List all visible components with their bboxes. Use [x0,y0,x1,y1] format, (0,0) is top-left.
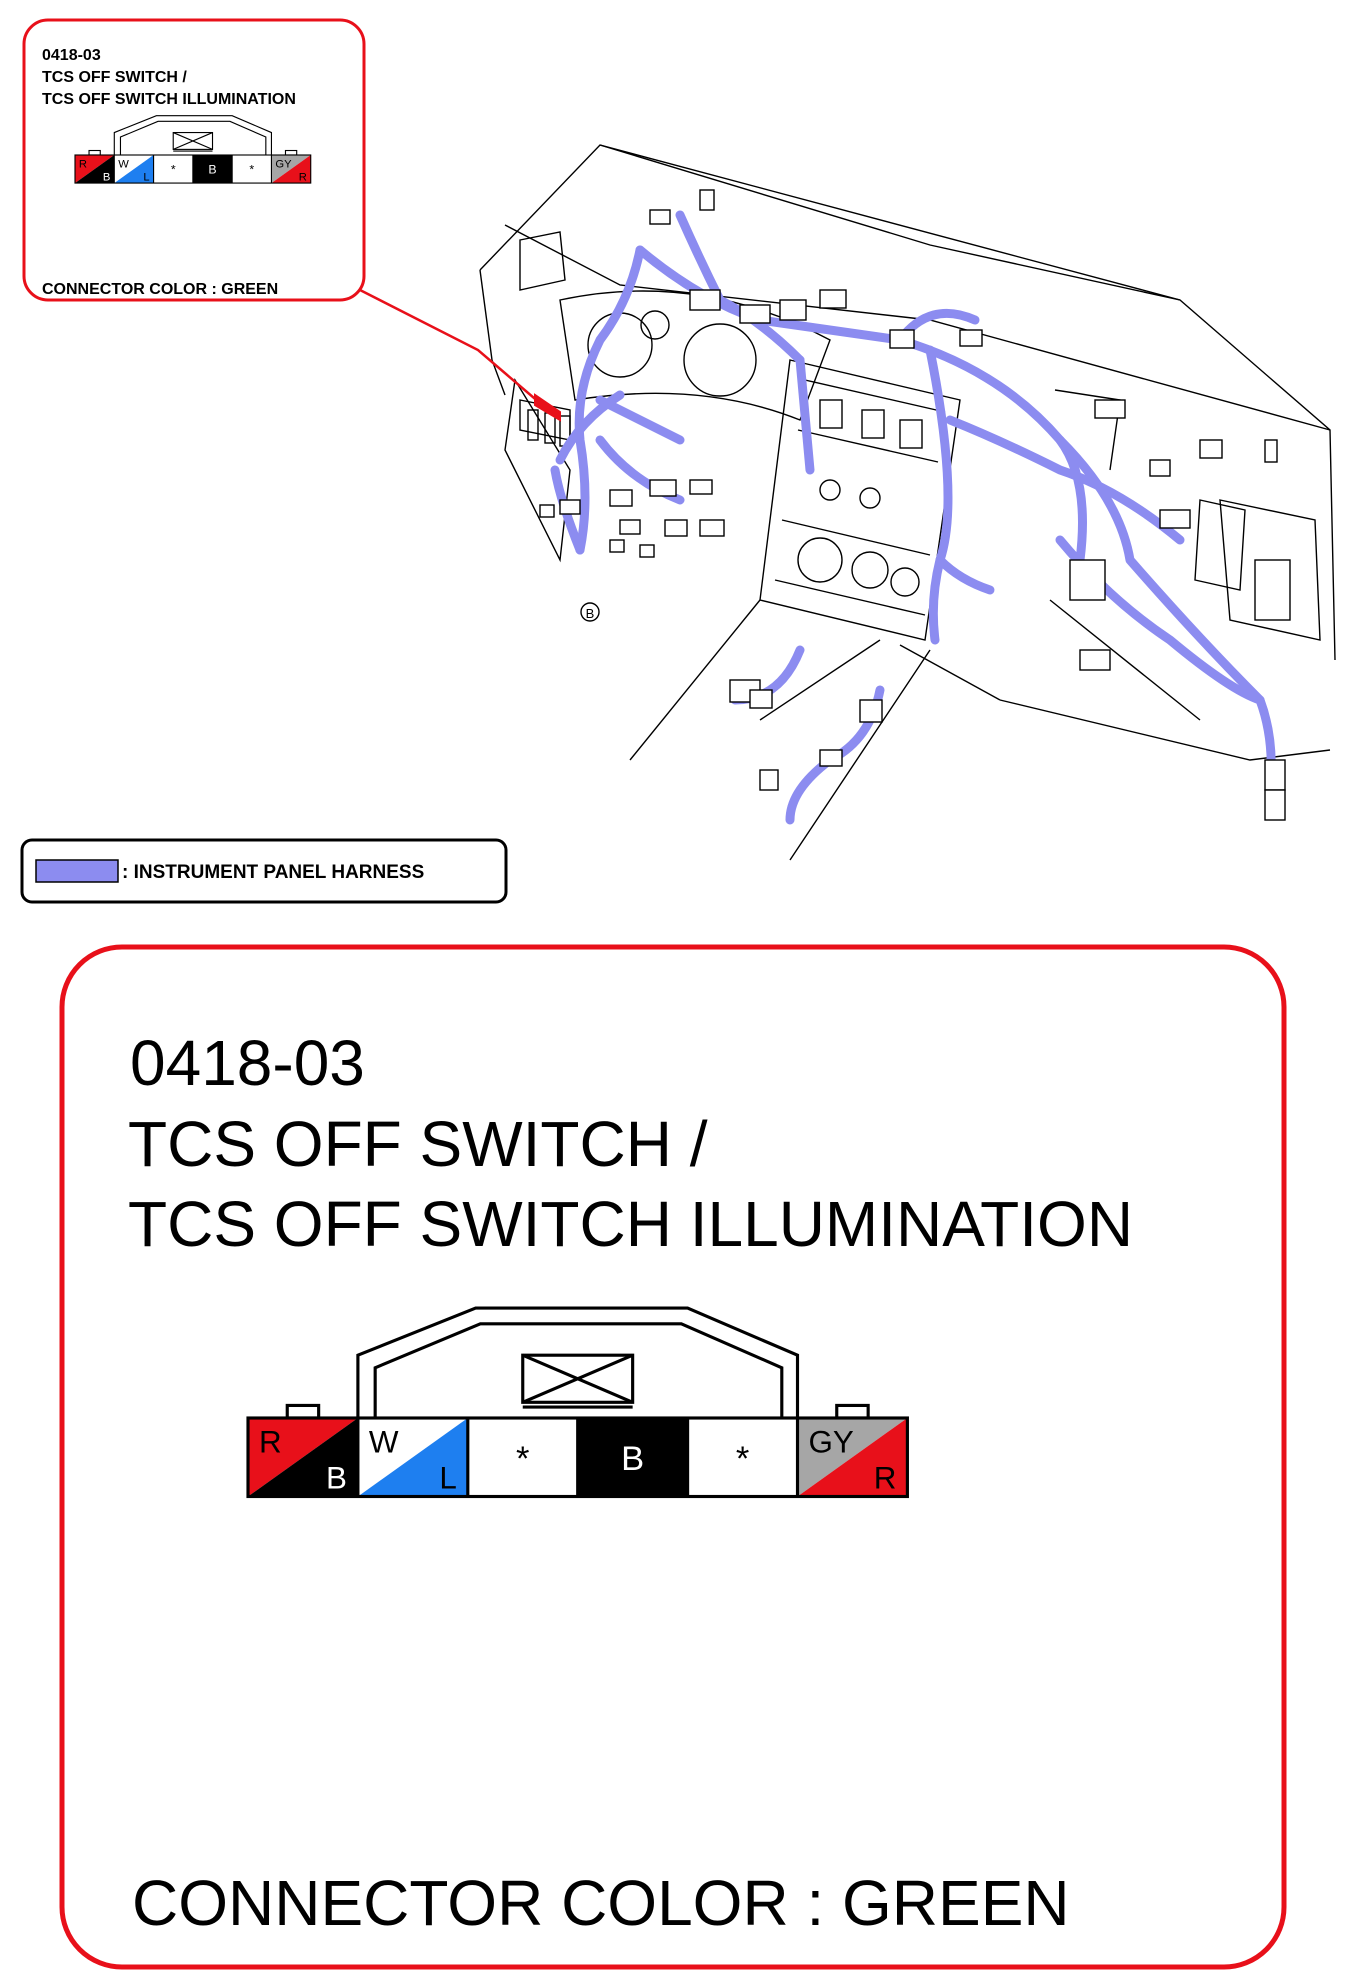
large-connector-pin-2: WL [357,1418,468,1497]
large-callout-code: 0418-03 [130,1027,365,1099]
small-connector-pin-2-top-label: W [118,158,129,170]
large-connector-pin-4-label: B [621,1440,644,1478]
small-callout-title-line1: TCS OFF SWITCH / [42,69,187,86]
large-connector-right-tab [835,1403,870,1420]
large-connector-pin-2-bottom-label: L [439,1461,456,1496]
legend-label: : INSTRUMENT PANEL HARNESS [122,862,424,883]
instrument-panel-illustration [479,144,1336,861]
large-connector-pin-5-label: * [736,1440,749,1478]
small-callout-connector-color: CONNECTOR COLOR : GREEN [42,281,278,298]
small-connector-callout: 0418-03 TCS OFF SWITCH / TCS OFF SWITCH … [22,18,366,302]
small-connector-pin-6-top-label: GY [275,158,292,170]
instrument-panel-harness [550,210,1276,825]
small-connector-pin-1-top-label: R [79,158,87,170]
large-connector-pin-6: GY R [797,1418,908,1497]
large-connector-pin-1-top-label: R [259,1425,282,1460]
small-connector-right-tab [284,149,298,156]
large-connector-pin-4: B [577,1418,688,1497]
small-connector-left-tab [88,149,101,156]
small-connector-pin-3: * [153,155,193,184]
large-connector-pin-1-bottom-label: B [326,1461,347,1496]
large-callout-title-line2: TCS OFF SWITCH ILLUMINATION [128,1188,1133,1260]
small-connector-pin-3-label: * [171,163,176,177]
small-connector-pin-6-bottom-label: R [299,171,307,183]
small-connector-latch-hood-inner [119,120,267,155]
large-connector-pin-5: * [687,1418,798,1497]
large-connector-callout: 0418-03 TCS OFF SWITCH / TCS OFF SWITCH … [59,944,1287,1970]
large-callout-connector-color: CONNECTOR COLOR : GREEN [132,1867,1070,1939]
small-connector-pin-1: RB [75,155,115,183]
large-connector-body-outline [246,1416,909,1499]
small-connector-pin-5: * [232,155,272,184]
small-connector-pin-2-bottom-label: L [143,171,149,183]
harness-legend: : INSTRUMENT PANEL HARNESS [20,838,508,904]
large-connector-pin-1: RB [248,1418,358,1497]
large-connector-latch-hood-inner [373,1322,784,1418]
harness-marker-label: B [586,606,595,621]
large-connector-pin-6-bottom-label: R [874,1461,897,1496]
small-callout-code: 0418-03 [42,47,101,64]
small-connector-pin-1-bottom-label: B [103,171,110,183]
small-connector-lock-cross [173,132,213,150]
small-connector-pin-2: WL [114,155,154,183]
small-callout-title-line2: TCS OFF SWITCH ILLUMINATION [42,91,296,108]
small-connector-pin-4: B [192,155,233,184]
small-connector-pin-4-label: B [208,163,216,177]
large-connector-pin-6-top-label: GY [808,1425,853,1460]
large-connector-latch-hood [356,1306,800,1418]
small-connector-pin-5-label: * [249,163,254,177]
large-connector-pin-2-top-label: W [369,1425,399,1460]
small-connector-latch-hood [113,115,273,155]
highlighted-connector [534,393,561,422]
small-connector-body-outline [74,154,312,184]
small-connector-pin-6: GY R [271,155,311,183]
legend-frame [20,838,508,904]
large-connector-pin-3: * [467,1418,578,1497]
callout-leader-line [359,288,549,411]
legend-harness-swatch [35,859,119,883]
harness-connectors [539,189,1286,821]
large-connector-lock-cross [522,1353,634,1404]
large-callout-title-line1: TCS OFF SWITCH / [128,1108,708,1180]
large-connector-pin-3-label: * [516,1440,529,1478]
large-connector-left-tab [285,1403,321,1420]
